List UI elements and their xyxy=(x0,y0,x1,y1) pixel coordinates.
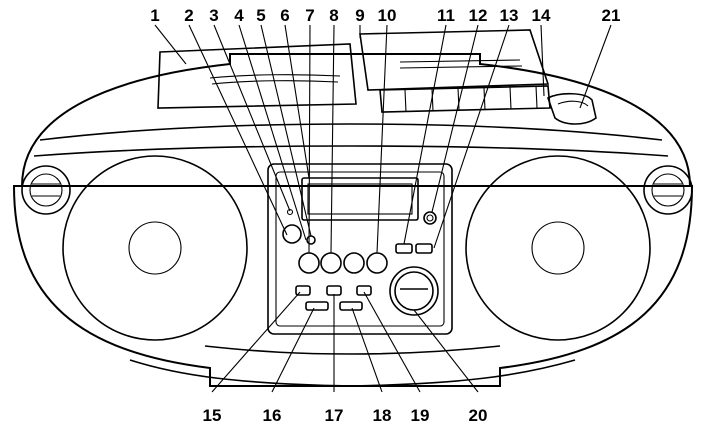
left-speaker xyxy=(62,155,248,341)
callout-12: 12 xyxy=(469,6,488,25)
callout-21: 21 xyxy=(602,6,621,25)
callout-13: 13 xyxy=(500,6,519,25)
left-side-knob xyxy=(21,165,71,215)
callout-numbers-bottom: 15 16 17 18 19 20 xyxy=(203,406,488,425)
callout-17: 17 xyxy=(325,406,344,425)
callout-4: 4 xyxy=(234,6,244,25)
callout-15: 15 xyxy=(203,406,222,425)
callout-numbers-top: 1 2 3 4 5 6 7 8 9 10 11 12 13 14 21 xyxy=(150,6,620,25)
callout-11: 11 xyxy=(437,6,455,25)
callout-20: 20 xyxy=(469,406,488,425)
callout-6: 6 xyxy=(280,6,289,25)
cassette-door xyxy=(359,29,550,91)
callout-16: 16 xyxy=(263,406,282,425)
callout-5: 5 xyxy=(256,6,265,25)
callout-19: 19 xyxy=(411,406,430,425)
callout-7: 7 xyxy=(305,6,314,25)
cd-lid xyxy=(157,43,357,109)
cassette-keys xyxy=(379,85,551,113)
handle xyxy=(547,92,597,125)
callout-10: 10 xyxy=(378,6,397,25)
callout-14: 14 xyxy=(532,6,551,25)
leader-lines xyxy=(154,24,612,393)
callout-8: 8 xyxy=(329,6,338,25)
callout-9: 9 xyxy=(355,6,364,25)
callout-3: 3 xyxy=(209,6,218,25)
callout-18: 18 xyxy=(373,406,392,425)
right-speaker xyxy=(465,155,651,341)
right-side-knob xyxy=(643,165,693,215)
callout-1: 1 xyxy=(150,6,159,25)
callout-2: 2 xyxy=(184,6,193,25)
